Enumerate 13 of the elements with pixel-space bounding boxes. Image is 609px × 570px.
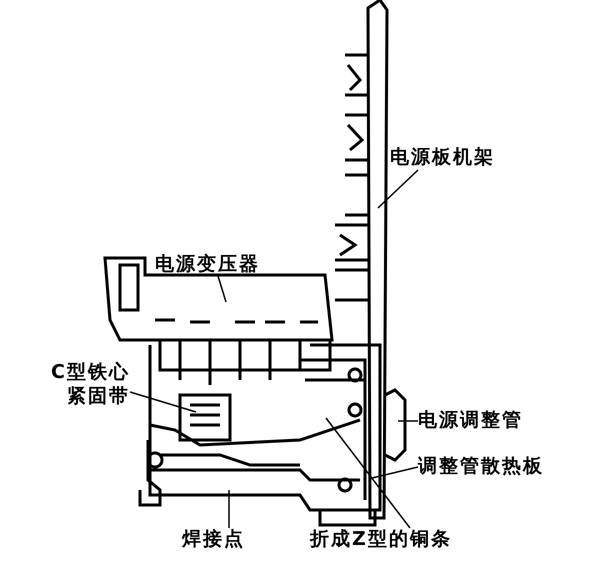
leader-line <box>398 420 418 422</box>
part-label: 折成Z型的铜条 <box>310 527 535 551</box>
leader-line <box>130 391 196 413</box>
leader-line <box>325 418 411 528</box>
leader-line <box>372 466 418 479</box>
part-label: C型铁心紧固带 <box>40 360 130 408</box>
part-label: 电源板机架 <box>390 145 550 169</box>
leader-line <box>377 169 419 209</box>
leader-line <box>228 490 230 528</box>
part-label: 电源调整管 <box>418 408 568 432</box>
part-label: 焊接点 <box>182 527 272 551</box>
part-label: 调整管散热板 <box>418 454 593 478</box>
part-label: 电源变压器 <box>155 252 290 276</box>
